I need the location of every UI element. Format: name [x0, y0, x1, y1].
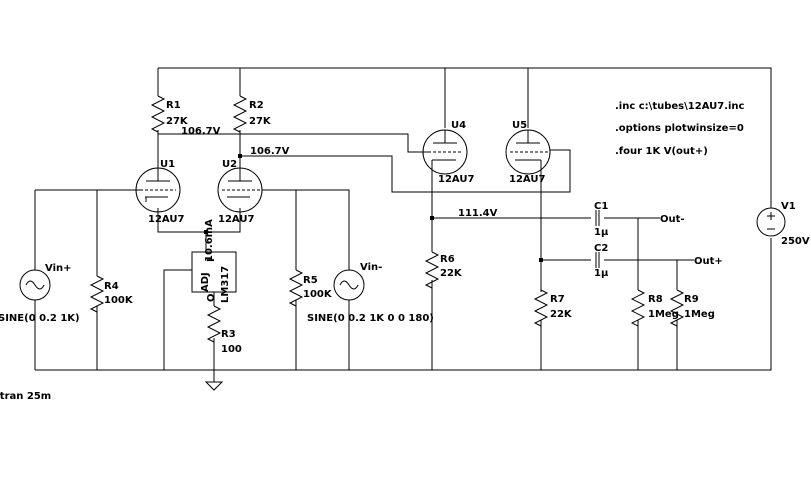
directive-four[interactable]: .four 1K V(out+) — [615, 146, 708, 157]
u1-name: U1 — [160, 159, 175, 170]
resistor-r8[interactable]: R8 1Meg — [630, 289, 679, 327]
source-v1[interactable]: V1 250V — [756, 201, 810, 247]
r3-value: 100 — [221, 344, 242, 355]
c1-name: C1 — [594, 201, 608, 212]
r5-name: R5 — [303, 275, 318, 286]
vin-plus-name: Vin+ — [45, 263, 72, 274]
r6-value: 22K — [440, 268, 463, 279]
r2-value: 27K — [249, 116, 272, 127]
triode-u4[interactable]: U4 12AU7 — [422, 120, 474, 185]
directive-include[interactable]: .inc c:\tubes\12AU7.inc — [615, 101, 745, 112]
regulator-current-label: 10.6mA — [204, 219, 215, 262]
lm317-name: LM317 — [220, 266, 231, 303]
r8-name: R8 — [648, 294, 663, 305]
u1-model: 12AU7 — [148, 214, 184, 225]
resistor-r3[interactable]: R3 100 — [206, 305, 242, 355]
r9-name: R9 — [684, 294, 699, 305]
r7-name: R7 — [550, 294, 565, 305]
r4-value: 100K — [104, 295, 134, 306]
lm317-adj-pin: ADJ — [200, 272, 211, 292]
directive-options[interactable]: .options plotwinsize=0 — [615, 123, 744, 134]
u2-model: 12AU7 — [218, 214, 254, 225]
triode-u5[interactable]: U5 12AU7 — [505, 120, 551, 185]
directive-tran[interactable]: .tran 25m — [0, 391, 51, 402]
r4-name: R4 — [104, 281, 119, 292]
r3-name: R3 — [221, 329, 236, 340]
r6-name: R6 — [440, 254, 455, 265]
r8-value: 1Meg — [648, 309, 679, 320]
regulator-lm317[interactable]: ADJ LM317 I O 10.6mA — [191, 219, 237, 303]
r9-value: 1Meg — [684, 309, 715, 320]
wires — [34, 67, 772, 382]
r1-name: R1 — [166, 100, 181, 111]
u2-name: U2 — [222, 159, 237, 170]
r1-value: 27K — [166, 116, 189, 127]
lm317-in-pin: I — [206, 258, 217, 262]
triode-u2[interactable]: U2 12AU7 — [217, 159, 263, 225]
c2-value: 1µ — [594, 268, 609, 279]
v1-name: V1 — [781, 201, 796, 212]
ground-icon — [204, 381, 224, 391]
resistor-r9[interactable]: R9 1Meg — [669, 289, 715, 327]
triode-u1[interactable]: U1 12AU7 — [135, 159, 184, 225]
cathode-node-voltage: 111.4V — [458, 208, 498, 219]
vin-minus-name: Vin- — [360, 262, 382, 273]
net-label-out-minus: Out- — [660, 214, 685, 225]
resistor-r2[interactable]: R2 27K — [232, 95, 272, 133]
u4-name: U4 — [451, 120, 466, 131]
u5-name: U5 — [512, 120, 527, 131]
resistor-r4[interactable]: R4 100K — [89, 275, 134, 313]
c2-name: C2 — [594, 243, 608, 254]
u5-model: 12AU7 — [509, 174, 545, 185]
source-vin-minus[interactable]: Vin- SINE(0 0.2 1K 0 0 180) — [307, 262, 434, 324]
net-label-out-plus: Out+ — [694, 256, 723, 267]
junction-dots — [204, 154, 543, 262]
source-vin-plus[interactable]: Vin+ SINE(0 0.2 1K) — [0, 263, 80, 324]
u4-model: 12AU7 — [438, 174, 474, 185]
resistor-r5[interactable]: R5 100K — [288, 269, 333, 307]
capacitor-c1[interactable]: C1 1µ — [594, 201, 609, 238]
vin-minus-spec: SINE(0 0.2 1K 0 0 180) — [307, 313, 434, 324]
c1-value: 1µ — [594, 227, 609, 238]
v1-value: 250V — [781, 236, 810, 247]
resistor-r7[interactable]: R7 22K — [533, 289, 573, 327]
lm317-out-pin: O — [206, 293, 217, 302]
resistor-r1[interactable]: R1 27K — [150, 95, 189, 133]
r7-value: 22K — [550, 309, 573, 320]
resistor-r6[interactable]: R6 22K — [424, 251, 463, 289]
vin-plus-spec: SINE(0 0.2 1K) — [0, 313, 80, 324]
u1-plate-voltage: 106.7V — [181, 126, 221, 137]
r5-value: 100K — [303, 289, 333, 300]
r2-name: R2 — [249, 100, 264, 111]
u2-plate-voltage: 106.7V — [250, 146, 290, 157]
capacitor-c2[interactable]: C2 1µ — [594, 243, 609, 279]
